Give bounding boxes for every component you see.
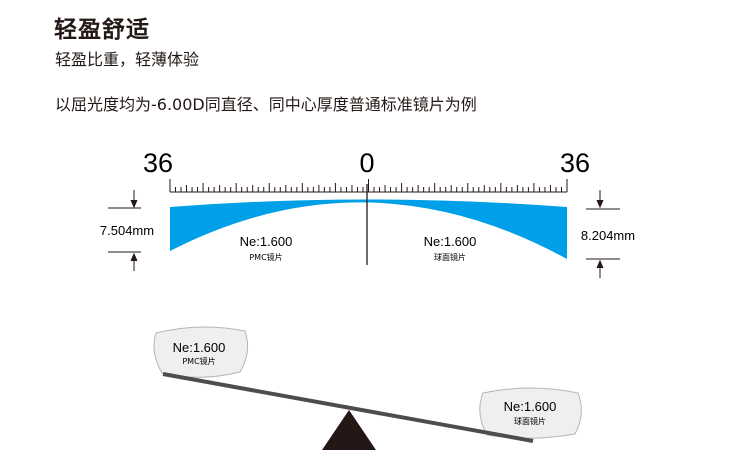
ruler-right-label: 36 — [560, 148, 590, 178]
seesaw-left-index: Ne:1.600 — [173, 340, 226, 355]
left-lens-index: Ne:1.600 — [240, 234, 293, 249]
seesaw-right-type: 球面镜片 — [514, 416, 546, 426]
right-lens-index: Ne:1.600 — [424, 234, 477, 249]
right-dimension — [586, 190, 620, 278]
page-title: 轻盈舒适 — [54, 17, 150, 43]
left-thickness-label: 7.504mm — [100, 223, 154, 238]
seesaw-beam — [162, 372, 534, 443]
left-dimension — [108, 190, 141, 271]
ruler-ticks — [169, 179, 568, 192]
lens-cross-section — [170, 199, 567, 259]
seesaw-right-lens — [479, 387, 582, 439]
right-thickness-label: 8.204mm — [581, 228, 635, 243]
seesaw-left-lens — [153, 326, 249, 378]
ruler-left-label: 36 — [143, 148, 173, 178]
comparison-note: 以屈光度均为-6.00D同直径、同中心厚度普通标准镜片为例 — [55, 95, 477, 114]
ruler-center-label: 0 — [359, 148, 374, 178]
left-lens-type: PMC镜片 — [249, 252, 282, 262]
seesaw-fulcrum — [322, 410, 376, 450]
page-subtitle: 轻盈比重，轻薄体验 — [55, 50, 200, 69]
ruler: 36 0 36 — [143, 148, 590, 193]
seesaw-right-index: Ne:1.600 — [504, 399, 557, 414]
right-lens-type: 球面镜片 — [434, 252, 466, 262]
seesaw-left-type: PMC镜片 — [182, 356, 215, 366]
